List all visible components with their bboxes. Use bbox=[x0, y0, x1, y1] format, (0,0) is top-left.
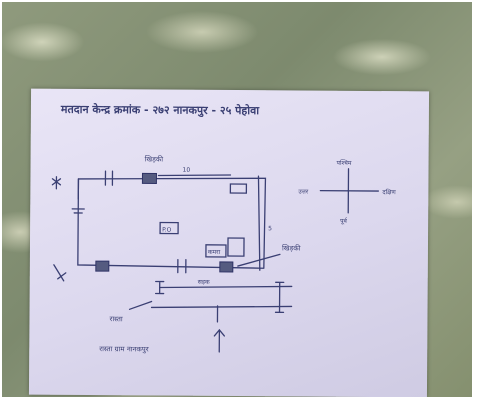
exit-label: रास्ता bbox=[109, 315, 122, 323]
road-post-left bbox=[154, 280, 165, 295]
compass-north: पश्चिम bbox=[337, 159, 352, 167]
station-box-label: P.O bbox=[162, 227, 172, 234]
road-post-right bbox=[274, 281, 285, 314]
room-box-2 bbox=[227, 237, 245, 257]
room-label: कमरा bbox=[208, 249, 221, 256]
station-box bbox=[159, 221, 179, 235]
hand-drawn-map: मतदान केन्द्र क्रमांक - २७२ नानकपुर - २५… bbox=[51, 102, 396, 353]
distance-side: 5 bbox=[268, 225, 272, 232]
window-arrow bbox=[237, 253, 281, 267]
right-wall-line bbox=[257, 175, 261, 271]
left-gate-symbol bbox=[71, 178, 85, 214]
window-label-top: खिड़की bbox=[145, 154, 164, 163]
compass-cross bbox=[319, 168, 380, 214]
photo-frame: मतदान केन्द्र क्रमांक - २७२ नानकपुर - २५… bbox=[2, 2, 472, 397]
room-box bbox=[205, 244, 227, 258]
road-line-top bbox=[159, 285, 293, 289]
map-title: मतदान केन्द्र क्रमांक - २७२ नानकपुर - २५… bbox=[60, 102, 260, 118]
compass-south: पूर्व bbox=[340, 217, 348, 225]
top-door-symbol bbox=[104, 170, 114, 186]
exit-pointer bbox=[128, 300, 153, 310]
paper-sheet: मतदान केन्द्र क्रमांक - २७२ नानकपुर - २५… bbox=[28, 88, 430, 397]
bottom-door-symbol bbox=[177, 258, 187, 274]
window-label-right: खिड़की bbox=[282, 243, 301, 252]
building-outline bbox=[77, 177, 267, 269]
left-scribble bbox=[51, 176, 62, 190]
road-line-bottom bbox=[150, 305, 293, 309]
bottom-window-right bbox=[219, 261, 234, 273]
bottom-window-left bbox=[95, 260, 110, 272]
left-bottom-scribble bbox=[53, 264, 67, 282]
distance-line-top bbox=[157, 174, 232, 177]
compass-east: दक्षिण bbox=[382, 188, 396, 196]
compass-west: उत्तर bbox=[298, 188, 308, 195]
entry-arrow bbox=[213, 328, 226, 353]
distance-top: 10 bbox=[182, 167, 190, 174]
compass-rose: पश्चिम पूर्व उत्तर दक्षिण bbox=[298, 159, 396, 225]
top-window bbox=[141, 172, 157, 184]
small-box-top-right bbox=[229, 183, 248, 194]
bottom-caption: रास्ता ग्राम नानकपुर bbox=[99, 345, 149, 353]
road-label: सड़क bbox=[198, 279, 210, 286]
